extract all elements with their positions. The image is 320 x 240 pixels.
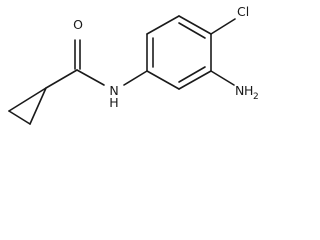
amide-group: [45, 39, 148, 89]
cyclopropyl-ring: [8, 87, 47, 125]
aromatic-inner-bond-top: [178, 22, 206, 39]
aromatic-bond-3: [178, 15, 212, 35]
aromatic-bond-2: [146, 15, 180, 35]
ring-to-carbonyl-bond: [45, 69, 78, 89]
structure-diagram: O N H Cl N H 2: [8, 4, 259, 125]
oxygen-label: O: [73, 17, 83, 32]
aromatic-inner-bond-bottom: [178, 66, 206, 83]
amide-nitrogen-label: N: [109, 83, 118, 98]
ring-bond-top-bottomright: [29, 87, 47, 125]
amino-nitrogen-label: N: [235, 83, 244, 98]
ring-bond-top-bottomleft: [8, 87, 47, 112]
ring-to-chlorine-bond: [210, 18, 236, 35]
benzene-ring: [146, 15, 212, 90]
amide-hydrogen-label: H: [109, 95, 118, 110]
ring-to-amino-bond: [210, 70, 235, 86]
amino-hydrogen-label: H: [244, 83, 253, 98]
chlorine-label: Cl: [237, 4, 249, 19]
nitrogen-to-ring-bond: [123, 70, 148, 86]
carbonyl-to-nitrogen-bond: [76, 69, 105, 86]
ring-bond-bottom: [8, 110, 31, 125]
aromatic-bond-6: [146, 70, 180, 90]
amino-hydrogen-count: 2: [253, 92, 259, 102]
aromatic-bond-5: [178, 70, 212, 90]
